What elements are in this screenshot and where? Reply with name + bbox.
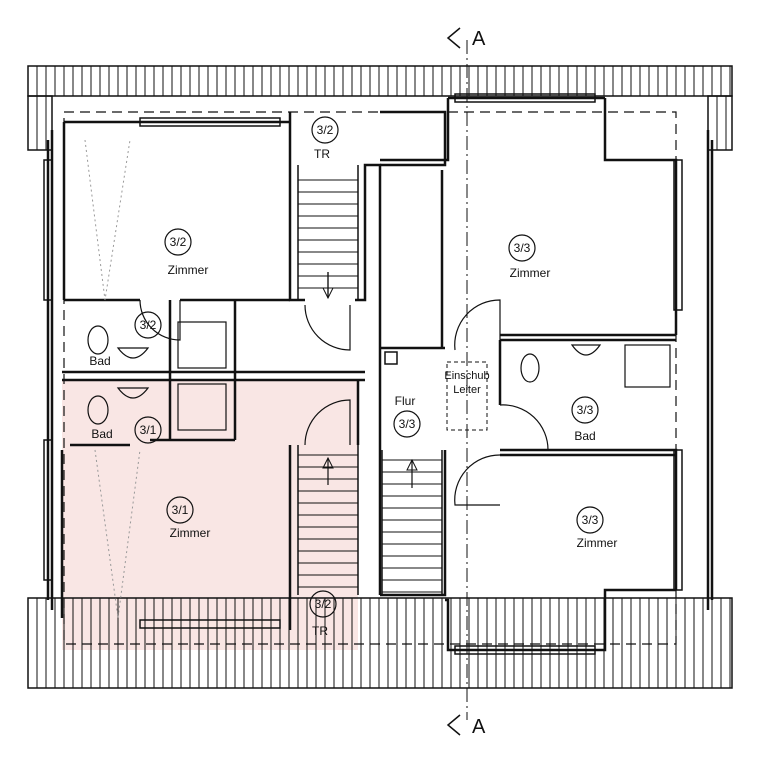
room-unit: 3/3 xyxy=(577,403,594,417)
room-name: Bad xyxy=(89,354,110,368)
interior-walls xyxy=(60,96,678,652)
room-name: Zimmer xyxy=(170,526,211,540)
room-name: TR xyxy=(314,147,330,161)
einschub-line2: Leiter xyxy=(453,384,481,396)
einschub-line1: Einschub xyxy=(444,370,489,382)
room-name: Zimmer xyxy=(510,266,551,280)
eave-dashed-line xyxy=(63,111,677,645)
room-r31b: 3/1 Bad xyxy=(91,416,162,444)
room-name: Flur xyxy=(395,394,416,408)
bath-fixtures xyxy=(87,321,671,431)
shaft-square xyxy=(384,351,398,365)
door-swings xyxy=(139,299,549,506)
section-label-bottom: A xyxy=(472,716,486,738)
room-r32t: 3/2 TR xyxy=(311,116,339,161)
room-unit: 3/1 xyxy=(140,423,157,437)
room-r33b: 3/3 Bad xyxy=(571,396,599,443)
section-label-top: A xyxy=(472,28,486,50)
room-unit: 3/2 xyxy=(317,123,334,137)
room-r31t: 3/2 TR xyxy=(309,590,337,638)
room-name: Bad xyxy=(574,429,595,443)
stairs xyxy=(297,165,443,595)
room-r33z1: 3/3 Zimmer xyxy=(508,234,551,280)
room-name: TR xyxy=(312,624,328,638)
section-arrow-bottom xyxy=(446,714,461,736)
room-unit: 3/3 xyxy=(582,513,599,527)
room-unit: 3/2 xyxy=(170,235,187,249)
room-name: Zimmer xyxy=(168,263,209,277)
room-unit: 3/2 xyxy=(140,318,157,332)
windows xyxy=(43,93,683,655)
room-r31z: 3/1 Zimmer xyxy=(166,496,211,540)
roof-tiles xyxy=(27,65,733,689)
room-r32b: 3/2 Bad xyxy=(89,311,162,368)
room-r32z: 3/2 Zimmer xyxy=(164,228,209,277)
skylight-dotted xyxy=(84,139,141,619)
room-rflur: Flur 3/3 xyxy=(393,394,421,438)
room-name: Zimmer xyxy=(577,536,618,550)
section-arrow-top xyxy=(446,27,461,49)
room-unit: 3/3 xyxy=(514,241,531,255)
room-unit: 3/3 xyxy=(399,417,416,431)
room-name: Bad xyxy=(91,427,112,441)
room-r33z2: 3/3 Zimmer xyxy=(576,506,618,550)
room-unit: 3/2 xyxy=(315,597,332,611)
room-unit: 3/1 xyxy=(172,503,189,517)
